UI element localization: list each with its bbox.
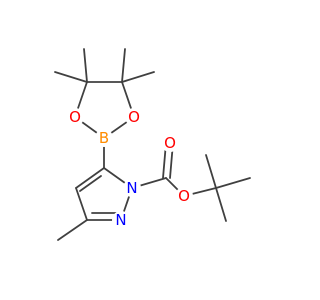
atom-o-carbonyl: O (164, 134, 176, 152)
atom-o-ring-left: O (69, 108, 81, 126)
bond-c4-me-up (83, 48, 88, 83)
atom-bg-n-pyrazole (112, 211, 130, 229)
atom-bg-o-right (125, 108, 143, 126)
atom-o-ring-right: O (128, 108, 140, 126)
atom-o-ester: O (178, 187, 190, 205)
bond-c4-me-left (54, 71, 88, 83)
bond-tbuc-me-up (205, 154, 217, 189)
boc-group (131, 142, 251, 222)
atom-boron: B (99, 129, 109, 147)
atom-bg-o-carbonyl (161, 134, 179, 152)
bond-c5-me-up (121, 48, 126, 83)
atom-labels: O O B N N O O (66, 108, 193, 229)
atom-bg-o-ester (175, 187, 193, 205)
bond-tbuc-me-down (215, 187, 227, 222)
bond-c5pyr-c4pyr-inner (79, 175, 102, 192)
bond-tbuc-me-right (215, 177, 251, 189)
molecule-canvas: O O B N N O O (54, 48, 251, 241)
bond-c4pyr-c3pyr (75, 187, 88, 221)
structure-diagram: O O B N N O O (54, 48, 251, 241)
atom-n-boc: N (126, 179, 137, 197)
atom-bg-boron (95, 129, 113, 147)
atom-bg-o-left (66, 108, 84, 126)
bond-c5pyr-c4pyr (75, 167, 105, 189)
atom-bg-n-boc (123, 179, 141, 197)
bond-c3pyr-methyl (57, 219, 88, 241)
atom-n-pyrazole: N (115, 211, 126, 229)
pinacol-methyls (54, 48, 155, 83)
bond-c5-me-right (121, 71, 155, 83)
